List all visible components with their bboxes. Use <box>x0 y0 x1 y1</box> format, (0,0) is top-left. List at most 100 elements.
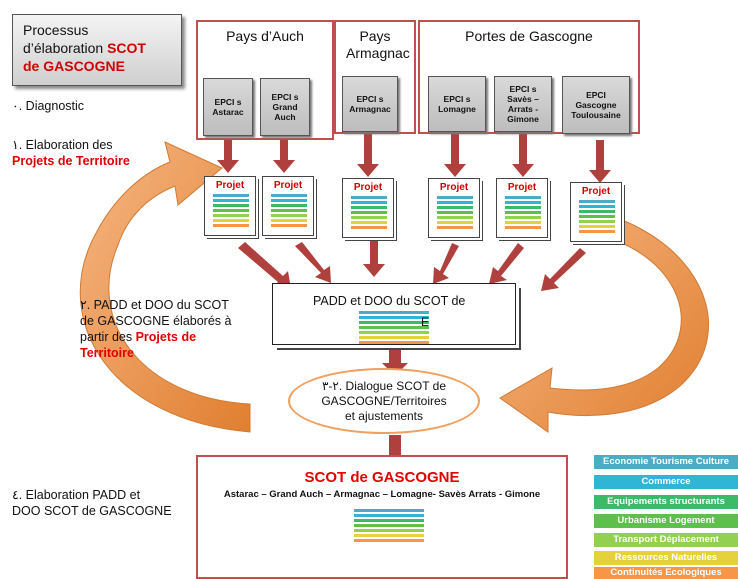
theme-stripe <box>359 311 429 314</box>
doc-stripes <box>505 196 541 229</box>
projet-doc: Projet <box>342 178 394 238</box>
theme-stripe <box>271 199 307 202</box>
theme-stripe <box>213 214 249 217</box>
projet-doc: Projet <box>570 182 622 242</box>
doc-stripes <box>437 196 473 229</box>
theme-stripe <box>505 221 541 224</box>
arrow-projet6-padd <box>541 248 586 291</box>
theme-stripe <box>354 519 424 522</box>
legend-ressources: Ressources Naturelles <box>594 551 738 565</box>
theme-stripe <box>354 529 424 532</box>
step-diagnostic: ٠. Diagnostic <box>12 99 85 113</box>
scot-stripes <box>354 509 424 542</box>
theme-stripe <box>351 206 387 209</box>
dialogue-line1: ٢-٣. Dialogue SCOT de <box>321 379 447 393</box>
theme-stripe <box>271 219 307 222</box>
doc-stripes <box>351 196 387 229</box>
title-red1: SCOT <box>107 40 146 56</box>
theme-stripe <box>437 226 473 229</box>
scot-title: SCOT de GASCOGNE <box>304 469 460 486</box>
theme-stripe <box>437 196 473 199</box>
theme-stripe <box>579 230 615 233</box>
theme-stripe <box>351 211 387 214</box>
title-line2: d’élaboration <box>23 40 104 56</box>
theme-stripe <box>354 534 424 537</box>
cycle-arrow-right <box>499 207 709 433</box>
arrow-projet4-padd <box>433 243 459 284</box>
theme-stripe <box>579 200 615 203</box>
doc-stripes <box>213 194 249 227</box>
step-2-line3: partir des <box>80 330 133 344</box>
legend-equipements: Equipements structurants <box>594 495 738 509</box>
theme-stripe <box>351 201 387 204</box>
projet-doc: Projet <box>204 176 256 236</box>
theme-stripe <box>271 224 307 227</box>
theme-stripe <box>271 214 307 217</box>
theme-stripe <box>359 336 429 339</box>
arrow-saves-projet <box>512 134 534 177</box>
theme-stripe <box>579 225 615 228</box>
arrow-projet2-padd <box>295 242 331 283</box>
theme-stripe <box>359 331 429 334</box>
theme-stripe <box>437 216 473 219</box>
theme-stripe <box>359 316 429 319</box>
theme-stripe <box>213 219 249 222</box>
theme-stripe <box>579 210 615 213</box>
doc-stripes <box>579 200 615 233</box>
cycle-arrow-left <box>79 141 251 433</box>
dialogue-line3: et ajustements <box>344 409 424 423</box>
legend-continuites: Continuités Ecologiques <box>594 567 738 579</box>
scot-subtitle: Astarac – Grand Auch – Armagnac – Lomagn… <box>223 489 541 500</box>
step-1: ١. Elaboration des Projets de Territoire <box>12 137 130 169</box>
arrow-gascogne-projet <box>589 140 611 183</box>
region-label-portes: Portes de Gascogne <box>465 28 593 44</box>
step-2: ٢. PADD et DOO du SCOT de GASCOGNE élabo… <box>80 297 231 361</box>
region-label-armagnac: Pays Armagnac <box>346 28 410 61</box>
projet-doc: Projet <box>496 178 548 238</box>
title-line1: Processus <box>23 22 89 38</box>
theme-stripe <box>505 211 541 214</box>
arrow-projet1-padd <box>238 242 291 289</box>
step-4-line2: DOO SCOT de GASCOGNE <box>12 504 172 518</box>
theme-stripe <box>213 224 249 227</box>
step-1-red: Projets de Territoire <box>12 154 130 168</box>
theme-stripe <box>354 524 424 527</box>
region-label-auch: Pays d’Auch <box>226 28 304 44</box>
theme-stripe <box>354 514 424 517</box>
legend-urbanisme: Urbanisme Logement <box>594 514 738 528</box>
step-4: ٤. Elaboration PADD et DOO SCOT de GASCO… <box>12 487 172 519</box>
theme-stripe <box>213 204 249 207</box>
theme-stripe <box>351 221 387 224</box>
doc-stripes <box>271 194 307 227</box>
step-2-red2: Territoire <box>80 346 134 360</box>
theme-stripe <box>354 539 424 542</box>
legend-economie: Economie Tourisme Culture <box>594 455 738 469</box>
theme-stripe <box>271 204 307 207</box>
arrow-projet3-padd <box>363 236 385 277</box>
step-1-text: ١. Elaboration des <box>12 138 113 152</box>
padd-text: PADD et DOO du SCOT de <box>313 294 466 308</box>
arrow-lomagne-projet <box>444 134 466 177</box>
projet-doc: Projet <box>262 176 314 236</box>
padd-stripes <box>359 311 429 344</box>
step-4-line1: ٤. Elaboration PADD et <box>12 488 141 502</box>
theme-stripe <box>579 215 615 218</box>
theme-stripe <box>505 206 541 209</box>
theme-stripe <box>213 194 249 197</box>
theme-stripe <box>505 201 541 204</box>
padd-text-tail: E <box>421 315 430 329</box>
dialogue-ellipse: ٢-٣. Dialogue SCOT de GASCOGNE/Territoir… <box>288 368 480 434</box>
process-title-box: Processus d’élaboration SCOT de GASCOGNE <box>12 14 182 86</box>
arrow-grandauch-projet <box>273 140 295 173</box>
theme-stripe <box>437 221 473 224</box>
legend-transport: Transport Déplacement <box>594 533 738 547</box>
arrow-armagnac-projet <box>357 134 379 177</box>
theme-stripe <box>437 201 473 204</box>
